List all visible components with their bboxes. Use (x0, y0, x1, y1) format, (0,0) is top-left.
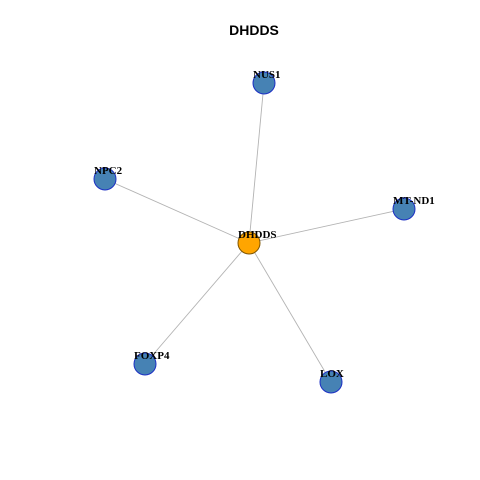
node-mt-nd1[interactable] (392, 197, 416, 221)
node-label-npc2: NPC2 (94, 165, 123, 177)
node-label-nus1: NUS1 (253, 69, 281, 81)
node-nus1[interactable] (252, 71, 276, 95)
edge-dhdds-lox (248, 242, 332, 383)
edge-dhdds-foxp4 (144, 242, 250, 365)
edge-dhdds-mt-nd1 (248, 208, 405, 244)
edge-dhdds-npc2 (104, 178, 250, 244)
node-label-mt-nd1: MT-ND1 (393, 195, 435, 207)
node-label-foxp4: FOXP4 (134, 350, 170, 362)
node-lox[interactable] (319, 370, 343, 394)
node-label-dhdds: DHDDS (238, 229, 277, 241)
nodes-layer (93, 71, 416, 394)
node-dhdds[interactable] (237, 231, 261, 255)
node-foxp4[interactable] (133, 352, 157, 376)
edge-dhdds-nus1 (248, 82, 265, 244)
node-label-lox: LOX (320, 368, 344, 380)
edges-layer (104, 82, 405, 383)
node-npc2[interactable] (93, 167, 117, 191)
graph-title: DHDDS (229, 22, 279, 38)
